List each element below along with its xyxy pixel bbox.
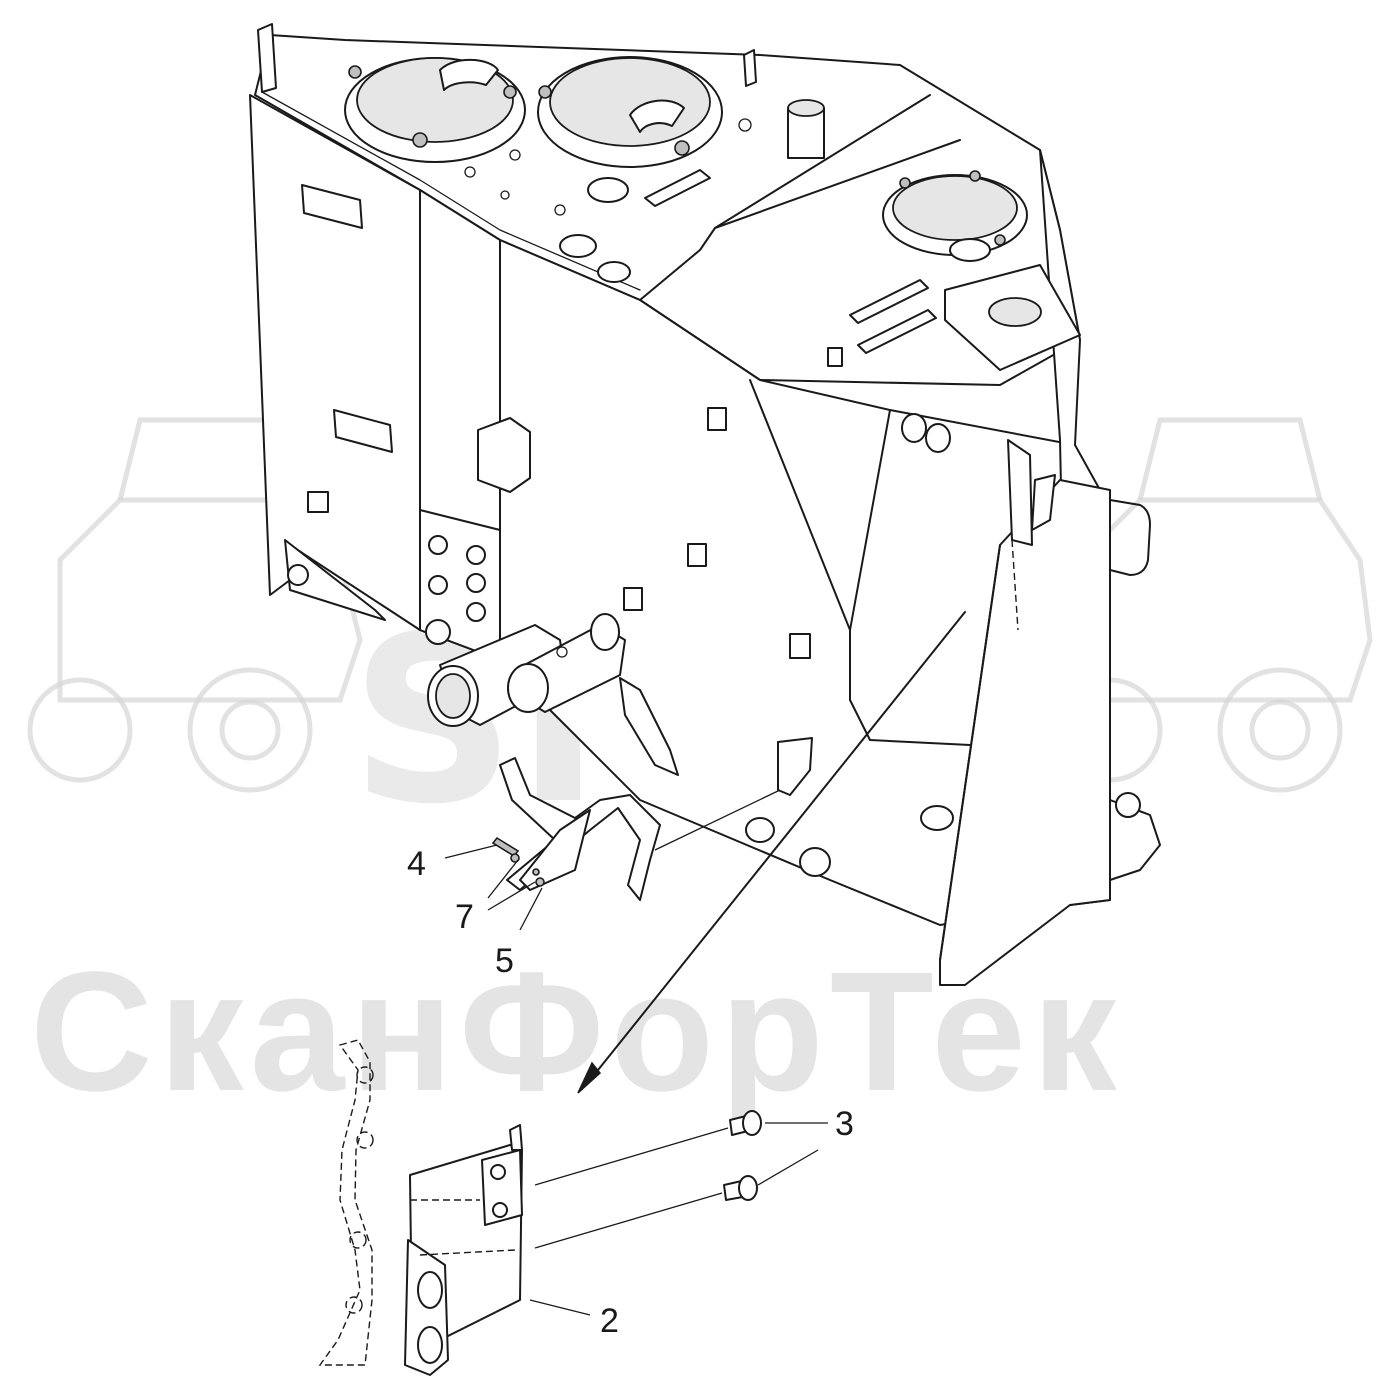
top-holes — [464, 118, 752, 216]
callout-2: 2 — [600, 1302, 619, 1340]
bolt-upper — [729, 1110, 762, 1136]
right-panel-details — [623, 407, 1161, 881]
explode-arrow — [577, 611, 966, 1094]
watermark-company-name: СканФорТек — [30, 937, 1123, 1127]
callout-5: 5 — [495, 942, 514, 980]
callouts: 4 7 5 3 2 — [407, 845, 854, 1340]
callout-7: 7 — [455, 898, 474, 936]
side-guard-panel — [939, 439, 1111, 986]
cover-right — [537, 56, 723, 168]
detail-ghost-hinge — [318, 1039, 374, 1366]
callout-leaders — [444, 844, 828, 1316]
detail-bolts — [534, 1110, 762, 1249]
detail-guard-plate — [404, 1124, 523, 1376]
callout-3: 3 — [835, 1105, 854, 1143]
right-top-block — [944, 264, 1081, 371]
callout-4: 4 — [407, 845, 426, 883]
bolt-lower — [723, 1175, 758, 1201]
pipes — [427, 613, 626, 727]
cover-left — [344, 57, 526, 163]
cover-small-right — [882, 170, 1028, 256]
top-bushings — [559, 99, 991, 367]
bracket-assembly — [491, 677, 813, 901]
top-covers — [344, 56, 1081, 371]
